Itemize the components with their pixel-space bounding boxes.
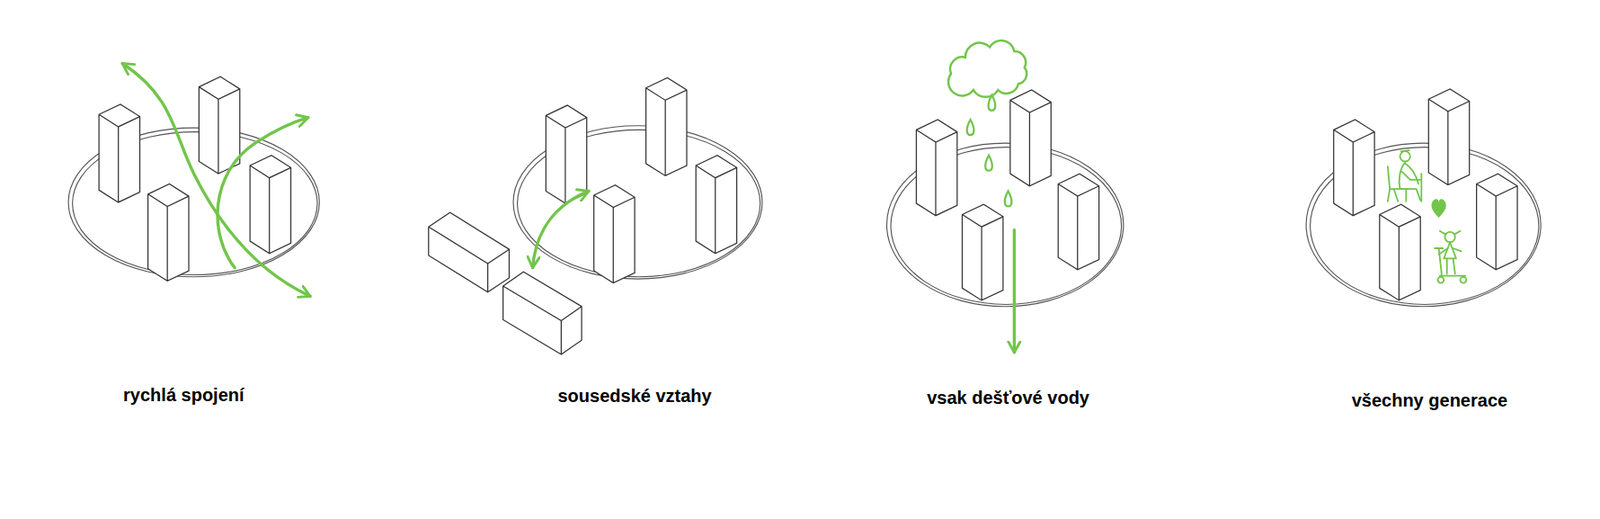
caption-label: vsak dešťové vody	[926, 386, 1090, 409]
caption-label: sousedské vztahy	[557, 384, 712, 407]
connection-arrow	[217, 117, 309, 268]
neighbour-building	[503, 271, 582, 355]
building-block	[1010, 89, 1051, 187]
caption-label: všechny generace	[1351, 389, 1508, 411]
building-block	[1428, 88, 1469, 186]
relation-arrow	[533, 190, 589, 267]
building-block	[961, 204, 1003, 301]
building-block	[915, 119, 957, 216]
child-on-scooter	[1434, 231, 1467, 284]
infiltration-arrow	[1013, 230, 1016, 353]
building-block	[98, 104, 140, 203]
rain-cloud	[948, 40, 1027, 98]
heart-symbol	[1431, 198, 1446, 218]
building-block	[1333, 119, 1375, 216]
building-block	[545, 105, 587, 204]
rain-drop	[967, 119, 975, 135]
connection-arrow	[122, 63, 311, 297]
caption-label: rychlá spojení	[123, 383, 245, 406]
building-block	[594, 185, 635, 284]
rain-drop	[988, 95, 996, 111]
building-block	[646, 77, 687, 176]
building-block	[249, 155, 291, 254]
building-block	[148, 183, 189, 281]
rain-drop	[1004, 190, 1013, 206]
neighbour-building	[428, 212, 510, 293]
building-block	[1057, 173, 1099, 270]
building-block	[1476, 173, 1518, 270]
rain-drop	[985, 155, 993, 171]
elderly-person	[1387, 150, 1422, 202]
building-block	[198, 76, 240, 174]
building-block	[1379, 204, 1421, 301]
building-block	[695, 155, 737, 254]
